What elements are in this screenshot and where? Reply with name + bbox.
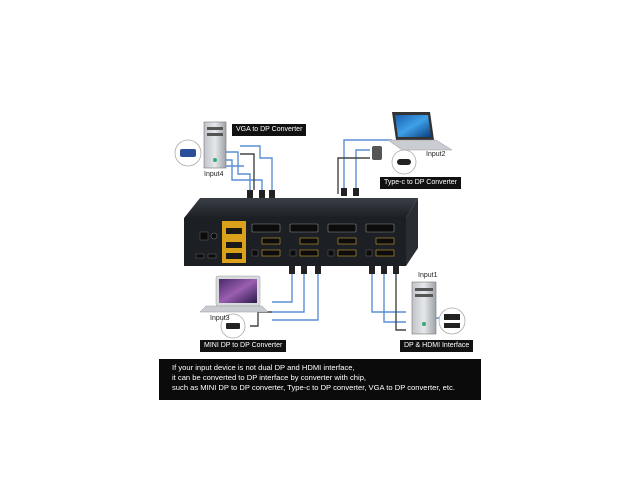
input2-laptop: [387, 112, 453, 151]
usb-port: [365, 249, 373, 257]
input2-caption: Input2: [426, 151, 446, 158]
plug: [269, 190, 275, 198]
power-button-icon: [213, 158, 217, 162]
cable-input1-c: [395, 270, 406, 331]
laptop-screen: [395, 115, 431, 137]
typec-port-icon: [397, 159, 411, 165]
tower-bay: [415, 294, 433, 297]
power-button-icon: [422, 322, 426, 326]
plug: [353, 188, 359, 196]
power-switch: [199, 231, 209, 241]
tower-bay: [415, 288, 433, 291]
hdmi-port: [337, 249, 357, 257]
kvm-switch: [184, 198, 418, 266]
typec-converter-label: Type-c to DP Converter: [380, 177, 462, 189]
port-group-4: [365, 223, 395, 257]
cable-input3-b: [272, 270, 305, 313]
laptop-screen: [219, 279, 257, 303]
usb-port: [251, 249, 259, 257]
laptop-base: [199, 305, 269, 313]
input3-laptop: [199, 275, 269, 313]
vga-port-icon: [180, 149, 196, 157]
plug: [341, 188, 347, 196]
kvm-side-face: [406, 198, 418, 266]
plug: [381, 266, 387, 274]
cable-input3-c: [272, 270, 319, 321]
usb-port: [327, 249, 335, 257]
input1-caption: Input1: [418, 272, 438, 279]
cable-input1-a: [371, 270, 406, 313]
plug: [393, 266, 399, 274]
minidp-port-icon: [226, 323, 240, 329]
tower-bay: [207, 127, 223, 130]
hdmi-port: [375, 249, 395, 257]
hdmi-port: [299, 249, 319, 257]
dp-port-icon: [444, 314, 460, 320]
input2-port-zoom: [391, 149, 417, 175]
power-jack: [210, 232, 218, 240]
laptop-base: [387, 139, 453, 151]
kvm-port: [226, 228, 242, 234]
plug: [301, 266, 307, 274]
cable-input3-d: [250, 311, 272, 327]
cable-input3-a: [272, 270, 293, 303]
dp-port: [251, 223, 281, 233]
note-line-2: it can be converted to DP interface by c…: [172, 373, 367, 382]
usb-port: [195, 253, 205, 259]
dp-port: [365, 223, 395, 233]
hdmi-port: [261, 249, 281, 257]
plug: [315, 266, 321, 274]
typec-adapter: [372, 146, 382, 160]
cable-input4-a: [218, 151, 251, 196]
plug: [247, 190, 253, 198]
usb-port: [289, 249, 297, 257]
zoom-circle: [438, 307, 466, 335]
cable-input2-b: [355, 149, 370, 194]
input3-caption: Input3: [210, 315, 230, 322]
kvm-port: [226, 242, 242, 248]
input4-caption: Input4: [204, 171, 224, 178]
cable-input1-b: [383, 270, 406, 323]
plug: [259, 190, 265, 198]
cable-input2-a: [343, 139, 392, 194]
cable-input4-c: [240, 145, 273, 196]
port-group-2: [289, 223, 319, 257]
vga-converter-label: VGA to DP Converter: [232, 124, 307, 136]
hdmi-port-icon: [444, 323, 460, 328]
hdmi-port: [261, 237, 281, 245]
plug: [369, 266, 375, 274]
explanation-note: If your input device is not dual DP and …: [159, 359, 481, 400]
kvm-top-face: [184, 198, 418, 218]
tower-bay: [207, 133, 223, 136]
plug: [289, 266, 295, 274]
port-group-1: [251, 223, 281, 257]
dp-port: [327, 223, 357, 233]
note-line-1: If your input device is not dual DP and …: [172, 363, 355, 372]
dp-port: [289, 223, 319, 233]
minidp-converter-label: MINI DP to DP Converter: [200, 340, 287, 352]
hdmi-port: [375, 237, 395, 245]
input1-tower-pc: [411, 281, 437, 335]
input3-port-zoom: [220, 313, 246, 339]
dp-hdmi-interface-label: DP & HDMI Interface: [400, 340, 474, 352]
cable-input2-c: [337, 157, 370, 194]
port-group-3: [327, 223, 357, 257]
hdmi-port: [337, 237, 357, 245]
usb-port: [207, 253, 217, 259]
input4-tower-pc: [203, 121, 227, 169]
input4-port-zoom: [174, 139, 202, 167]
cable-input4-d: [240, 153, 255, 190]
hdmi-port: [299, 237, 319, 245]
input1-port-zoom: [438, 307, 466, 335]
cable-input4-b: [218, 159, 263, 196]
note-line-3: such as MINI DP to DP converter, Type-c …: [172, 383, 455, 392]
kvm-port: [226, 253, 242, 259]
plug-group: [247, 188, 399, 274]
